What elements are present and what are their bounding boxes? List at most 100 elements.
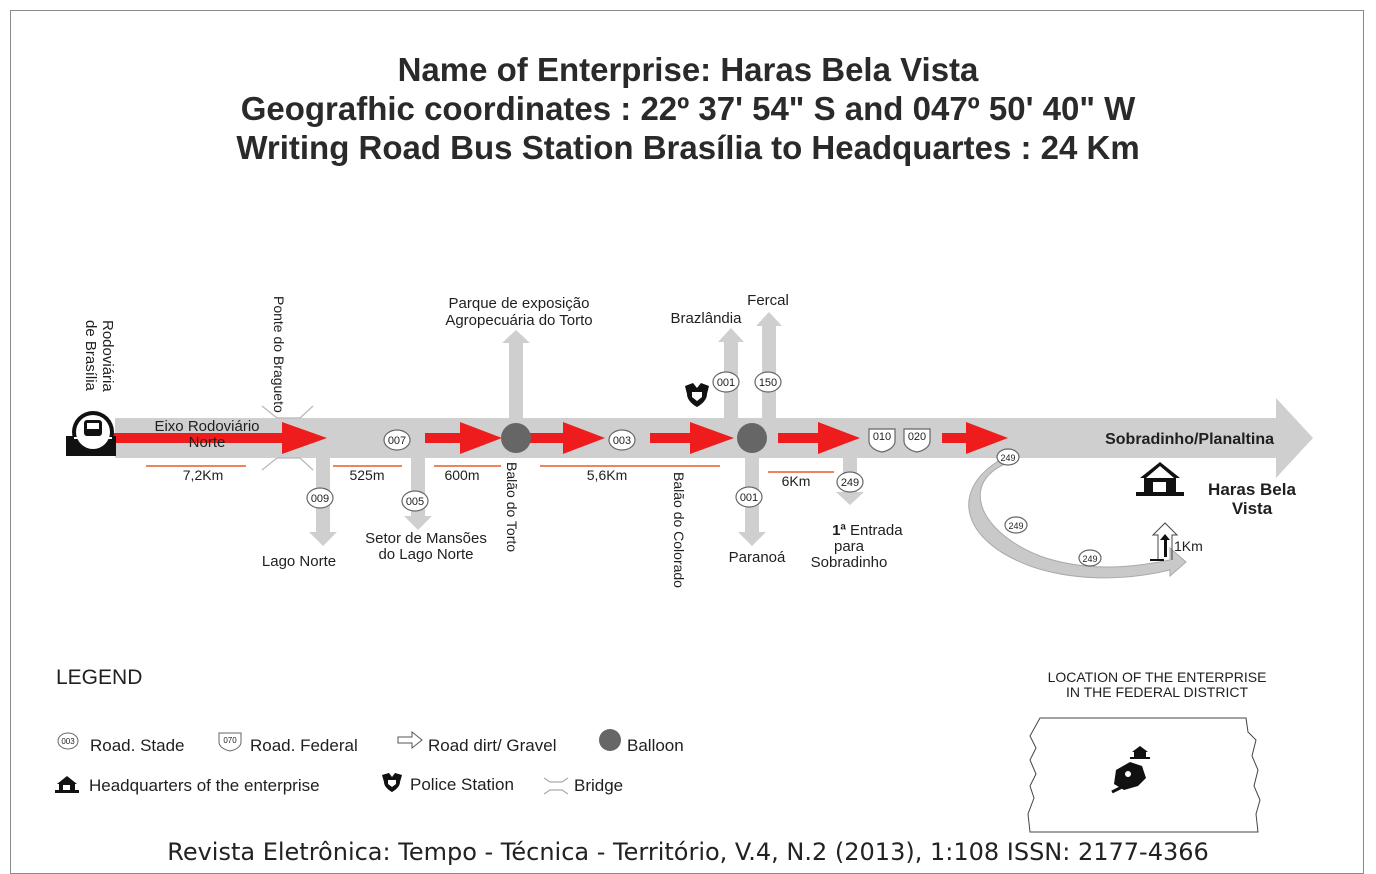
distance-title: Writing Road Bus Station Brasília to Hea… xyxy=(236,129,1140,166)
road-shield-001b xyxy=(735,486,763,508)
legend-state-road: Road. Stade xyxy=(90,736,185,755)
parque-label: Agropecuária do Torto xyxy=(445,312,592,329)
police-badge-mark xyxy=(692,392,702,401)
distance-segments xyxy=(146,465,834,473)
legend: 003 Road. Stade 070 Road. Federal Road d… xyxy=(55,729,684,795)
main-road-label: Norte xyxy=(189,434,226,451)
road-shield-009 xyxy=(306,487,334,509)
shield-label: 009 xyxy=(311,493,329,505)
legend-police-mark xyxy=(388,780,396,787)
road-shield-labels: 007 003 009 005 001 150 001 249 010 020 … xyxy=(311,377,1098,564)
colorado-balloon xyxy=(737,423,767,453)
legend-dirt-road: Road dirt/ Gravel xyxy=(428,736,557,755)
legend-balloon-icon xyxy=(599,729,621,751)
legend-state-num: 003 xyxy=(61,737,75,746)
legend-federal-road: Road. Federal xyxy=(250,736,358,755)
setor-label: Setor de Mansões xyxy=(365,530,487,547)
direction-arrow xyxy=(530,422,605,454)
enterprise-name-title: Name of Enterprise: Haras Bela Vista xyxy=(397,51,979,88)
shield-label: 007 xyxy=(388,435,406,447)
citation: Revista Eletrônica: Tempo - Técnica - Te… xyxy=(167,838,1209,866)
direction-arrow xyxy=(650,422,734,454)
legend-federal-road-icon xyxy=(218,732,242,752)
direction-arrows xyxy=(112,422,1008,454)
shield-label: 249 xyxy=(841,477,859,489)
shield-label: 249 xyxy=(1008,521,1023,531)
legend-headquarters-icon xyxy=(55,776,79,793)
entrada-number: 1ª xyxy=(832,522,846,539)
haras-label: Vista xyxy=(1232,499,1273,518)
segment-label: 6Km xyxy=(782,473,811,489)
colorado-balloon-label: Balão do Colorado xyxy=(671,472,687,588)
torto-balloon-label: Balão do Torto xyxy=(504,462,520,552)
legend-dirt-road-icon xyxy=(397,730,423,750)
shield-label: 005 xyxy=(406,496,424,508)
inset-headquarters-icon xyxy=(1130,746,1150,759)
road-shield-005 xyxy=(401,490,429,512)
legend-police: Police Station xyxy=(410,775,514,794)
setor-label: do Lago Norte xyxy=(378,546,473,563)
road-shield-001a xyxy=(712,371,740,393)
road-shields xyxy=(306,371,1102,567)
shield-label: 003 xyxy=(613,435,631,447)
legend-bridge-icon xyxy=(543,777,569,795)
road-shield-007 xyxy=(383,429,411,451)
entrada-label: Sobradinho xyxy=(811,554,888,571)
torto-balloon xyxy=(501,423,531,453)
legend-headquarters: Headquarters of the enterprise xyxy=(89,776,320,795)
haras-label: Haras Bela xyxy=(1208,480,1296,499)
headquarters-icon xyxy=(1136,462,1184,496)
destination-label: Sobradinho/Planaltina xyxy=(1105,431,1274,448)
legend-federal-num: 070 xyxy=(223,736,237,745)
legend-balloon: Balloon xyxy=(627,736,684,755)
legend-state-road-icon xyxy=(57,732,79,750)
direction-arrow xyxy=(778,422,860,454)
bridge-symbol xyxy=(261,405,314,471)
shield-label: 249 xyxy=(1000,453,1015,463)
segment-label: 525m xyxy=(349,467,384,483)
one-km-arrow-icon xyxy=(1150,522,1179,561)
shield-label: 010 xyxy=(873,431,891,443)
entrada-label: Entrada xyxy=(850,522,903,539)
entrada-label: para xyxy=(834,538,865,555)
legend-bridge: Bridge xyxy=(574,776,623,795)
side-roads xyxy=(309,312,864,546)
place-labels: Eixo Rodoviário Norte Parque de exposiçã… xyxy=(154,292,1296,571)
one-km-label: 1Km xyxy=(1174,538,1203,554)
road-shield-020 xyxy=(903,428,931,453)
rodoviaria-label: de Brasília xyxy=(82,320,99,392)
rodoviaria-label: Rodoviária xyxy=(99,320,116,392)
paranoa-label: Paranoá xyxy=(729,549,786,566)
inset-title: IN THE FEDERAL DISTRICT xyxy=(1066,684,1248,700)
brazlandia-label: Brazlândia xyxy=(671,310,743,327)
inset-title: LOCATION OF THE ENTERPRISE xyxy=(1048,669,1267,685)
bridge-label: Ponte do Bragueto xyxy=(271,296,287,413)
road-shield-249a xyxy=(836,471,864,493)
coordinates-title: Geografhic coordinates : 22º 37' 54" S a… xyxy=(240,90,1136,127)
distance-labels: 7,2Km 525m 600m 5,6Km 6Km xyxy=(183,467,811,489)
direction-arrow xyxy=(942,422,1008,454)
direction-arrow xyxy=(425,422,502,454)
curved-road-249 xyxy=(968,459,1187,579)
main-road-label: Eixo Rodoviário xyxy=(154,418,259,435)
parque-label: Parque de exposição xyxy=(449,295,590,312)
segment-label: 600m xyxy=(444,467,479,483)
inset-enterprise-area-icon xyxy=(1111,762,1146,794)
legend-title: LEGEND xyxy=(56,666,142,689)
vertical-labels: Rodoviária de Brasília Ponte do Bragueto… xyxy=(82,296,687,588)
road-shield-249b xyxy=(996,448,1020,466)
road-shield-150 xyxy=(754,371,782,393)
segment-label: 7,2Km xyxy=(183,467,223,483)
segment-label: 5,6Km xyxy=(587,467,627,483)
shield-label: 001 xyxy=(717,377,735,389)
road-shield-010 xyxy=(868,428,896,453)
shield-label: 249 xyxy=(1082,554,1097,564)
parque-branch xyxy=(502,330,530,418)
fercal-branch xyxy=(756,312,782,418)
shield-label: 150 xyxy=(759,377,777,389)
fercal-label: Fercal xyxy=(747,292,789,309)
road-shield-249d xyxy=(1078,549,1102,567)
road-shield-249c xyxy=(1004,516,1028,534)
lago-norte-label: Lago Norte xyxy=(262,553,336,570)
